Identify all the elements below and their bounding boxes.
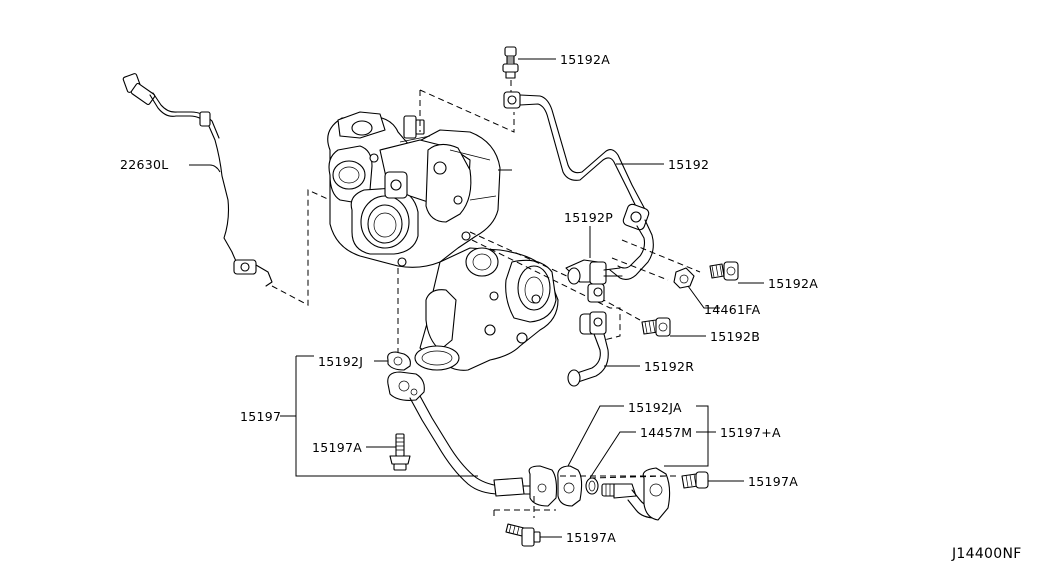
bolt-15197a-bottom[interactable]: [505, 523, 541, 547]
label-15197a-right: 15197A: [748, 474, 798, 489]
bolt-15192a-top[interactable]: [502, 46, 519, 79]
bolt-15192b[interactable]: [641, 317, 671, 337]
label-15197: 15197: [240, 409, 281, 424]
label-15192a-right: 15192A: [768, 276, 818, 291]
label-15192ja: 15192JA: [628, 400, 682, 415]
label-15197a-bottom: 15197A: [566, 530, 616, 545]
label-15192r: 15192R: [644, 359, 694, 374]
bolt-15192a-right[interactable]: [709, 261, 739, 281]
label-15192p: 15192P: [564, 210, 613, 225]
drawing-code: J14400NF: [951, 546, 1022, 562]
oil-return-pipe-15197[interactable]: [387, 371, 558, 507]
label-15197plusa: 15197+A: [720, 425, 781, 440]
label-15192a-top: 15192A: [560, 52, 610, 67]
label-22630l: 22630L: [120, 157, 169, 172]
bolt-15197a-right[interactable]: [681, 471, 709, 489]
oil-return-lower-pipe-15197plusa[interactable]: [601, 467, 671, 521]
label-14461fa: 14461FA: [704, 302, 761, 317]
nut-14461fa[interactable]: [673, 267, 695, 289]
hose-15192r[interactable]: [567, 311, 609, 387]
gasket-15192ja[interactable]: [557, 465, 583, 507]
exhaust-gas-sensor-22630l[interactable]: [122, 73, 273, 287]
label-15192: 15192: [668, 157, 709, 172]
bolt-15197a-left[interactable]: [389, 433, 411, 471]
hose-15192p[interactable]: [565, 259, 623, 303]
label-15192j: 15192J: [318, 354, 363, 369]
label-14457m: 14457M: [640, 425, 692, 440]
label-15192b: 15192B: [710, 329, 760, 344]
oil-feed-pipe-15192[interactable]: [503, 91, 654, 281]
label-15197a-left: 15197A: [312, 440, 362, 455]
gasket-15192j[interactable]: [387, 351, 411, 371]
turbocharger-assembly[interactable]: [327, 111, 559, 371]
seal-14457m[interactable]: [585, 477, 599, 495]
